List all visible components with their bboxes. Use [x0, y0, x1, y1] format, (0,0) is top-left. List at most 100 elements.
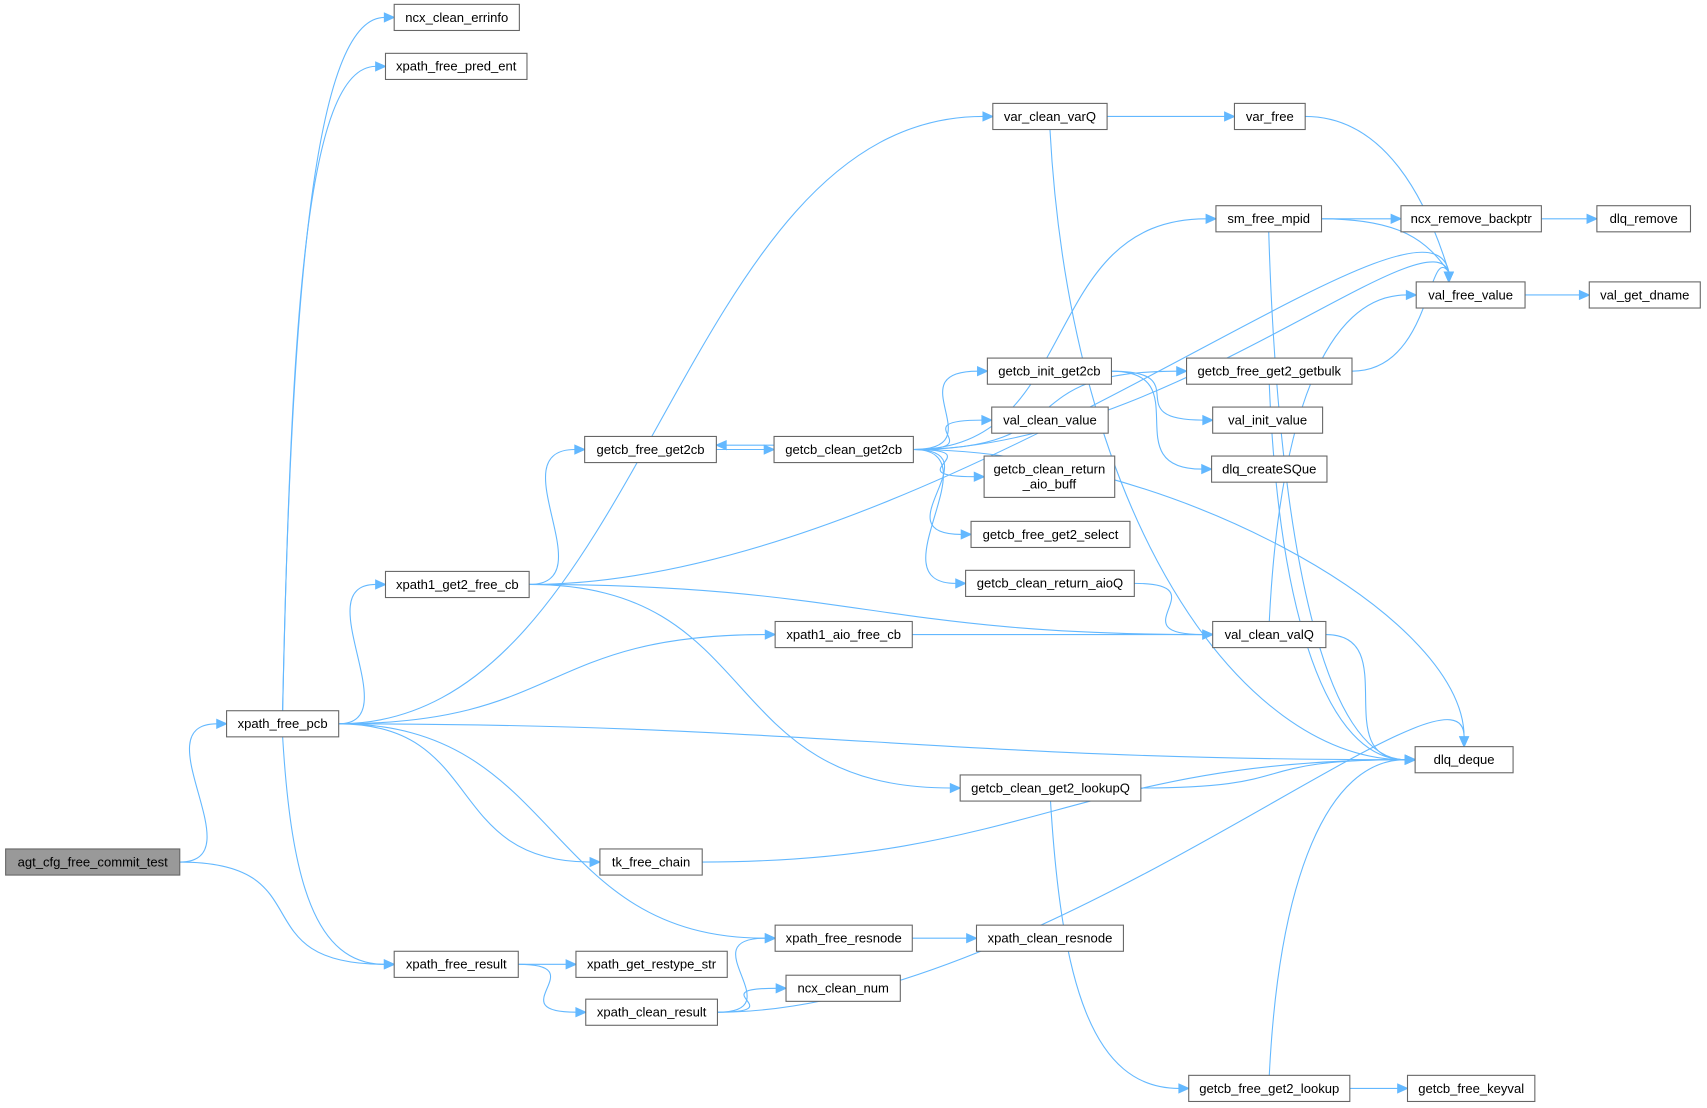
- arrowhead-icon: [574, 444, 587, 455]
- node-getcb_clean_return_aioQ[interactable]: getcb_clean_return_aioQ: [965, 569, 1135, 597]
- node-box: [599, 848, 703, 876]
- edge-agt-to-xfresult: [179, 861, 385, 965]
- node-label: val_init_value: [1228, 412, 1307, 427]
- edge-xfpcb-to-ncxerr: [282, 16, 385, 711]
- node-val_init_value[interactable]: val_init_value: [1212, 406, 1324, 434]
- arrowhead-icon: [375, 579, 387, 590]
- arrowhead-icon: [1458, 736, 1470, 748]
- node-label: xpath_free_result: [406, 957, 507, 972]
- node-label: tk_free_chain: [612, 854, 690, 869]
- node-box: [584, 435, 717, 464]
- node-label: ncx_clean_errinfo: [405, 10, 508, 25]
- node-var_free[interactable]: var_free: [1233, 102, 1306, 131]
- node-getcb_clean_get2_lookupQ[interactable]: getcb_clean_get2_lookupQ: [959, 774, 1142, 802]
- edge-gcclean2cb-to-gcaioq: [913, 448, 956, 584]
- node-box: [1588, 281, 1701, 309]
- node-ncx_remove_backptr[interactable]: ncx_remove_backptr: [1400, 205, 1542, 233]
- node-box: [1186, 357, 1353, 385]
- node-xpath_free_pred_ent[interactable]: xpath_free_pred_ent: [384, 52, 528, 80]
- node-box: [393, 950, 519, 978]
- node-xpath_clean_resnode[interactable]: xpath_clean_resnode: [975, 924, 1124, 952]
- node-getcb_free_get2_getbulk[interactable]: getcb_free_get2_getbulk: [1186, 357, 1353, 385]
- arrowhead-icon: [1202, 629, 1215, 640]
- node-dlq_createSQue[interactable]: dlq_createSQue: [1211, 455, 1328, 483]
- arrowhead-icon: [981, 414, 994, 426]
- node-xpath_free_result[interactable]: xpath_free_result: [393, 950, 519, 978]
- edge-valq-to-dlqdeque: [1325, 633, 1406, 761]
- node-ncx_clean_num[interactable]: ncx_clean_num: [785, 974, 901, 1002]
- node-tk_free_chain[interactable]: tk_free_chain: [599, 848, 703, 876]
- edge-gcclean2cb-to-valclean: [913, 419, 982, 451]
- node-label: getcb_free_get2_select: [983, 527, 1119, 542]
- node-box: [773, 435, 914, 464]
- node-label: ncx_clean_num: [797, 981, 889, 996]
- node-val_clean_value[interactable]: val_clean_value: [991, 406, 1109, 434]
- edge-xfresult-to-xcresult: [518, 963, 576, 1013]
- edge-xcresult-to-xfresnode: [717, 937, 766, 1013]
- node-box: [991, 406, 1109, 434]
- node-label: getcb_free_keyval: [1418, 1081, 1524, 1096]
- arrowhead-icon: [763, 444, 776, 455]
- edge-gcbulk-to-dlqdeque: [1268, 384, 1406, 761]
- node-label: dlq_deque: [1434, 752, 1495, 767]
- arrowhead-icon: [565, 959, 578, 970]
- node-xpath1_get2_free_cb[interactable]: xpath1_get2_free_cb: [384, 570, 530, 599]
- node-label: val_clean_value: [1003, 412, 1097, 427]
- edge-gcbulk-to-valfree: [1351, 267, 1450, 372]
- arrowhead-icon: [1443, 271, 1455, 284]
- edge-xfpcb-to-xfresnode: [338, 723, 766, 939]
- node-xpath_free_pcb[interactable]: xpath_free_pcb: [226, 710, 340, 738]
- node-box: [983, 455, 1116, 498]
- node-getcb_free_get2_select[interactable]: getcb_free_get2_select: [970, 520, 1131, 549]
- node-xpath1_aio_free_cb[interactable]: xpath1_aio_free_cb: [774, 620, 913, 649]
- node-val_clean_valQ[interactable]: val_clean_valQ: [1212, 620, 1327, 649]
- edge-varq-to-dlqdeque: [1049, 129, 1406, 761]
- node-label: agt_cfg_free_commit_test: [18, 854, 168, 869]
- node-val_free_value[interactable]: val_free_value: [1415, 281, 1526, 309]
- node-box: [384, 570, 530, 599]
- node-ncx_clean_errinfo[interactable]: ncx_clean_errinfo: [393, 3, 520, 32]
- node-label: xpath_free_pred_ent: [396, 59, 517, 74]
- edge-gclookup-to-dlqdeque: [1268, 759, 1406, 1076]
- node-label: getcb_free_get2_getbulk: [1197, 364, 1341, 379]
- node-getcb_init_get2cb[interactable]: getcb_init_get2cb: [986, 357, 1112, 385]
- arrowhead-icon: [1404, 754, 1417, 765]
- arrowhead-icon: [1205, 213, 1218, 224]
- edge-gcinit-to-dlqcreate: [1111, 370, 1202, 470]
- node-box: [975, 924, 1124, 952]
- node-getcb_free_keyval[interactable]: getcb_free_keyval: [1406, 1074, 1536, 1103]
- node-var_clean_varQ[interactable]: var_clean_varQ: [992, 102, 1108, 131]
- node-getcb_clean_get2cb[interactable]: getcb_clean_get2cb: [773, 435, 914, 464]
- node-box: [986, 357, 1112, 385]
- edge-x1get2-to-gclookupq: [529, 583, 951, 789]
- node-box: [1414, 746, 1514, 774]
- node-box: [992, 102, 1108, 131]
- arrowhead-icon: [1176, 365, 1188, 377]
- edge-x1get2-to-valfree: [529, 251, 1450, 586]
- arrowhead-icon: [966, 933, 978, 944]
- arrowhead-icon: [775, 983, 788, 994]
- node-box: [774, 620, 913, 649]
- node-label: val_free_value: [1428, 287, 1513, 302]
- node-agt_cfg_free_commit_test[interactable]: agt_cfg_free_commit_test: [5, 848, 181, 876]
- node-xpath_clean_result[interactable]: xpath_clean_result: [585, 998, 718, 1026]
- node-getcb_free_get2cb[interactable]: getcb_free_get2cb: [584, 435, 717, 464]
- node-xpath_get_restype_str[interactable]: xpath_get_restype_str: [575, 950, 728, 978]
- node-xpath_free_resnode[interactable]: xpath_free_resnode: [774, 924, 913, 952]
- node-dlq_deque[interactable]: dlq_deque: [1414, 746, 1514, 774]
- node-sm_free_mpid[interactable]: sm_free_mpid: [1215, 205, 1323, 233]
- node-box: [1406, 1074, 1536, 1103]
- node-getcb_free_get2_lookup[interactable]: getcb_free_get2_lookup: [1188, 1074, 1351, 1103]
- node-box: [970, 520, 1131, 549]
- arrowhead-icon: [982, 111, 995, 122]
- arrowhead-icon: [383, 959, 396, 970]
- node-dlq_remove[interactable]: dlq_remove: [1596, 205, 1692, 233]
- edge-gclookupq-to-gclookup: [1049, 801, 1179, 1089]
- arrowhead-icon: [1201, 463, 1213, 475]
- arrowhead-icon: [764, 629, 777, 640]
- node-box: [1233, 102, 1306, 131]
- edge-xfpcb-to-xfpred: [282, 65, 376, 711]
- node-getcb_clean_return_aio_buff[interactable]: getcb_clean_return_aio_buff: [983, 455, 1116, 498]
- node-val_get_dname[interactable]: val_get_dname: [1588, 281, 1701, 309]
